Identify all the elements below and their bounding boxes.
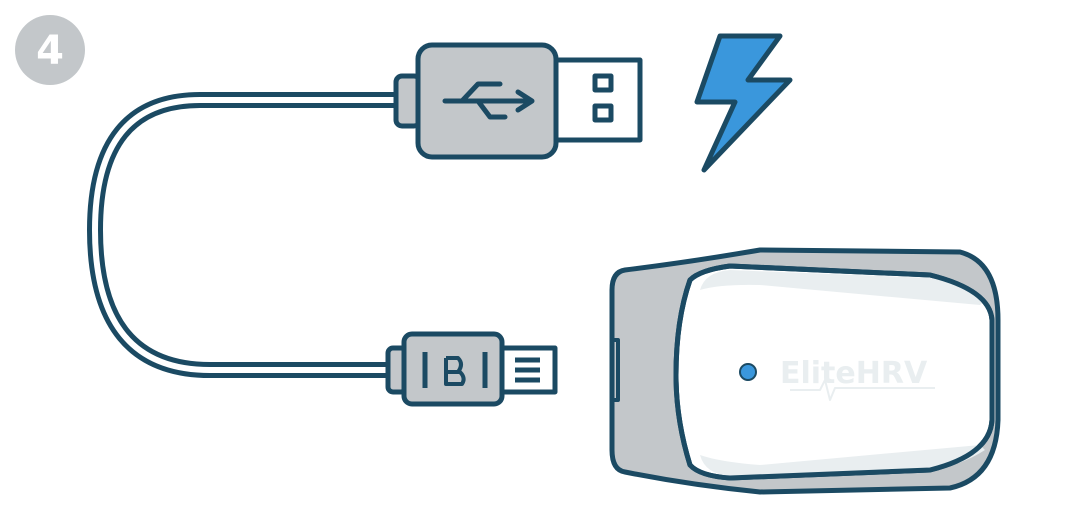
step-badge: 4: [15, 15, 85, 85]
hrv-sensor-device: EliteHRV: [609, 247, 1001, 495]
usb-cable: [86, 92, 403, 378]
usb-a-plug-icon: [393, 42, 643, 160]
micro-usb-plug-icon: [385, 331, 558, 407]
usb-symbol-icon: [442, 81, 535, 120]
step-number: 4: [36, 28, 64, 74]
device-logo: EliteHRV: [780, 356, 928, 391]
lightning-bolt-icon: [694, 33, 793, 173]
